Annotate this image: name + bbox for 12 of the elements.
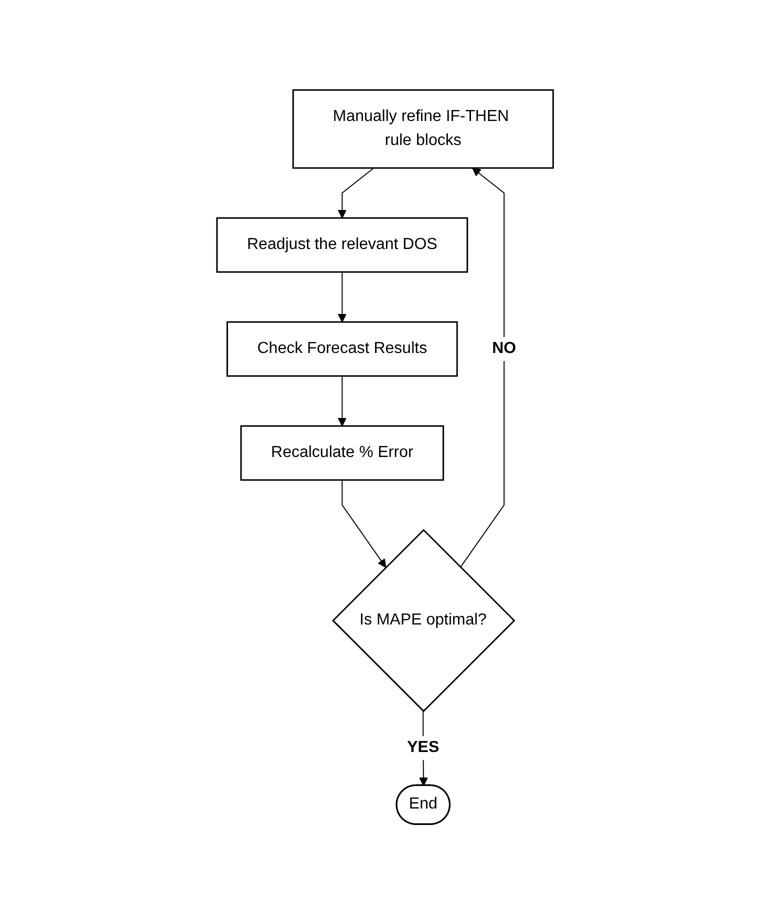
node-box: Recalculate % Error <box>240 426 444 482</box>
arrow <box>338 272 346 323</box>
arrow <box>338 168 374 219</box>
edge-label: YES <box>407 740 440 757</box>
arrow <box>342 480 386 568</box>
arrow <box>460 168 505 568</box>
node-box: Readjust the relevant DOS <box>216 218 468 274</box>
node-box: Manually refine IF-THEN rule blocks <box>292 90 554 170</box>
edge-label: NO <box>492 340 516 358</box>
node-box: Check Forecast Results <box>226 322 458 378</box>
arrow <box>338 376 346 427</box>
node-diamond: Is MAPE optimal? <box>332 529 516 713</box>
